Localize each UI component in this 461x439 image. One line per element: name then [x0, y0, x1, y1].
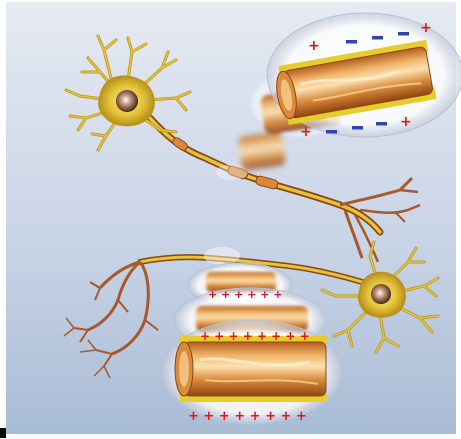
- svg-text:+: +: [420, 20, 432, 36]
- corner-mark: [0, 428, 6, 438]
- upper-nucleus: [116, 90, 138, 112]
- svg-text:+: +: [308, 38, 320, 54]
- svg-text:+: +: [400, 114, 412, 130]
- svg-text:+ + + + + + + +: + + + + + + + +: [200, 329, 310, 343]
- svg-text:+ + + + + +: + + + + + +: [208, 288, 282, 301]
- lower-zoom-cylinder: [175, 336, 328, 402]
- svg-text:+ + + + + + + +: + + + + + + + +: [188, 409, 307, 424]
- lower-nucleus: [371, 284, 391, 304]
- svg-text:+: +: [300, 124, 312, 140]
- upper-zoom-segment-small: [238, 131, 286, 171]
